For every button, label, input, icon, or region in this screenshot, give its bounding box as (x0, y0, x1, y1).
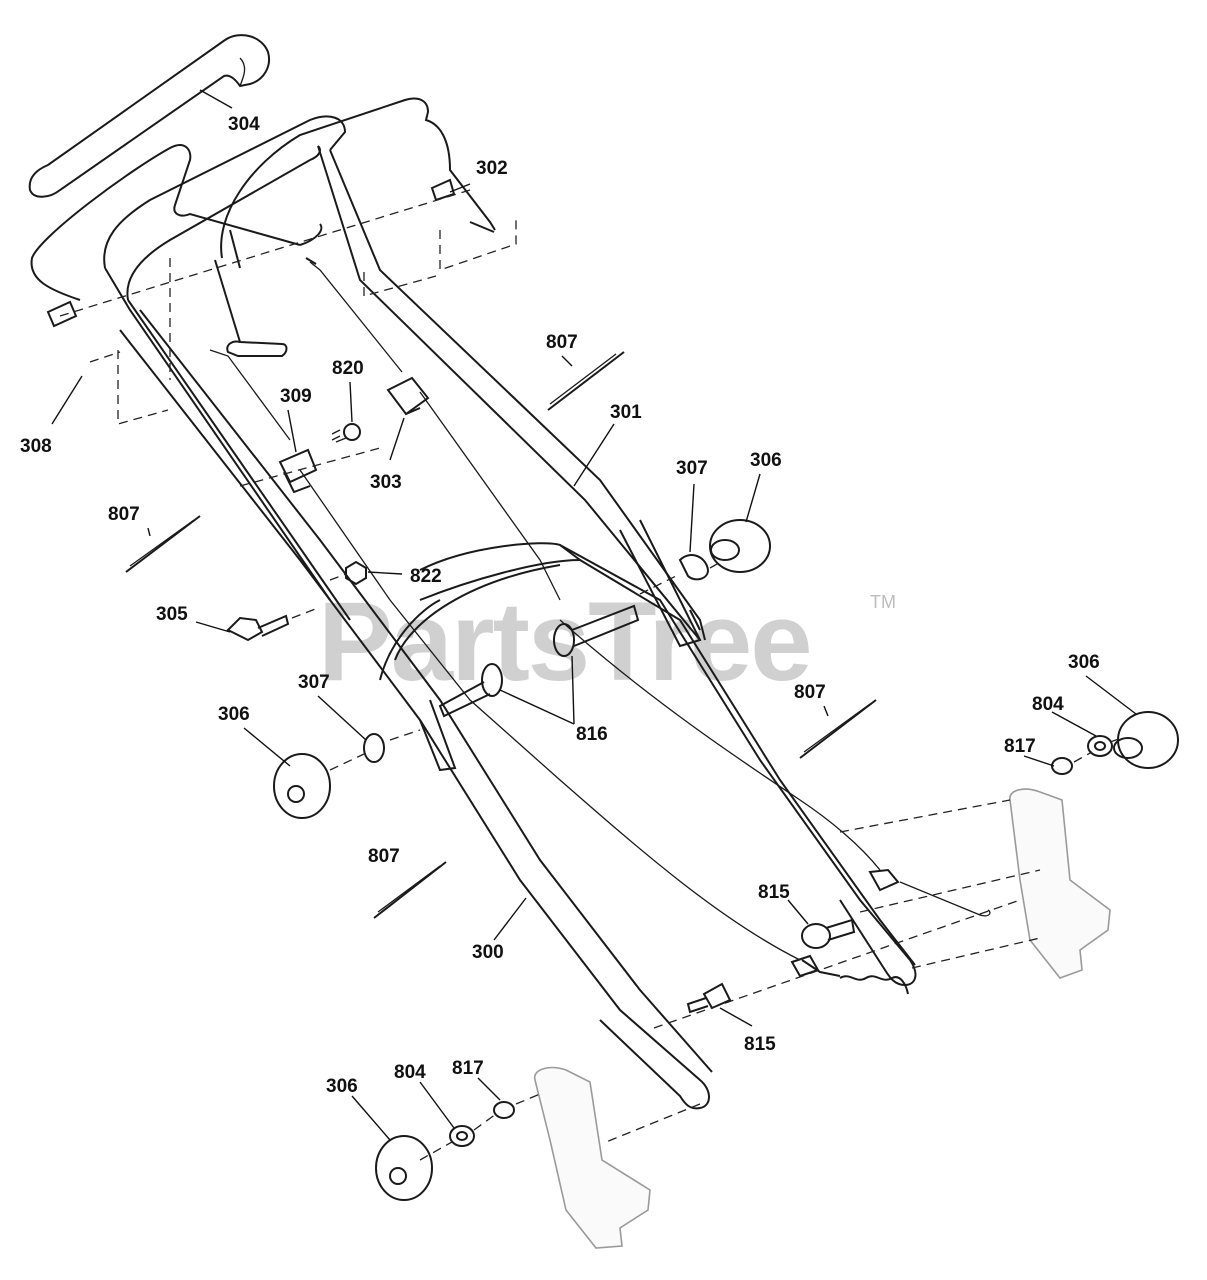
label-816: 816 (576, 724, 608, 745)
label-307-left: 307 (298, 672, 330, 693)
label-820: 820 (332, 358, 364, 379)
label-815-lower: 815 (744, 1034, 776, 1055)
part-822-nut[interactable] (345, 560, 367, 586)
part-307-washers[interactable] (363, 554, 710, 763)
label-817-right: 817 (1004, 736, 1036, 757)
label-305: 305 (156, 604, 188, 625)
part-815-bolts[interactable] (686, 918, 856, 1014)
label-300: 300 (472, 942, 504, 963)
part-820-screw[interactable] (331, 423, 361, 443)
watermark-trademark: TM (870, 592, 896, 612)
label-807-left: 807 (108, 504, 140, 525)
label-304: 304 (228, 114, 260, 135)
part-302-bail[interactable] (30, 97, 496, 357)
mounting-plate-right (1009, 788, 1111, 979)
label-303: 303 (370, 472, 402, 493)
part-305-wing-bolt[interactable] (226, 614, 290, 642)
part-816-bolts[interactable] (438, 604, 640, 718)
label-306-far-right: 306 (1068, 652, 1100, 673)
part-301-upper-handle[interactable] (103, 115, 706, 648)
label-301: 301 (610, 402, 642, 423)
part-304-grip[interactable] (28, 34, 270, 198)
part-303-cable-guide[interactable] (386, 376, 430, 416)
label-807-top: 807 (546, 332, 578, 353)
label-807-right: 807 (794, 682, 826, 703)
label-822: 822 (410, 566, 442, 587)
control-cables[interactable] (209, 257, 991, 995)
label-804-bottom: 804 (394, 1062, 426, 1083)
label-302: 302 (476, 158, 508, 179)
part-300-lower-handle[interactable] (119, 309, 917, 1110)
part-306-knobs[interactable] (273, 519, 1179, 1201)
label-807-bottom: 807 (368, 846, 400, 867)
mounting-plate-left (533, 1066, 651, 1249)
watermark-text: PartsTree (318, 579, 811, 704)
part-labels: 304 302 308 309 820 303 807 301 307 306 … (20, 114, 1100, 1097)
assembly-dash-lines (59, 189, 1123, 1161)
label-308: 308 (20, 436, 52, 457)
part-309-clip[interactable] (278, 448, 318, 494)
label-815-upper: 815 (758, 882, 790, 903)
label-306-left: 306 (218, 704, 250, 725)
label-306-upper-right: 306 (750, 450, 782, 471)
label-306-bottom: 306 (326, 1076, 358, 1097)
label-309: 309 (280, 386, 312, 407)
leader-lines (51, 89, 1137, 1141)
label-817-bottom: 817 (452, 1058, 484, 1079)
label-307-right: 307 (676, 458, 708, 479)
part-807-ties[interactable] (125, 351, 877, 919)
label-804-right: 804 (1032, 694, 1064, 715)
